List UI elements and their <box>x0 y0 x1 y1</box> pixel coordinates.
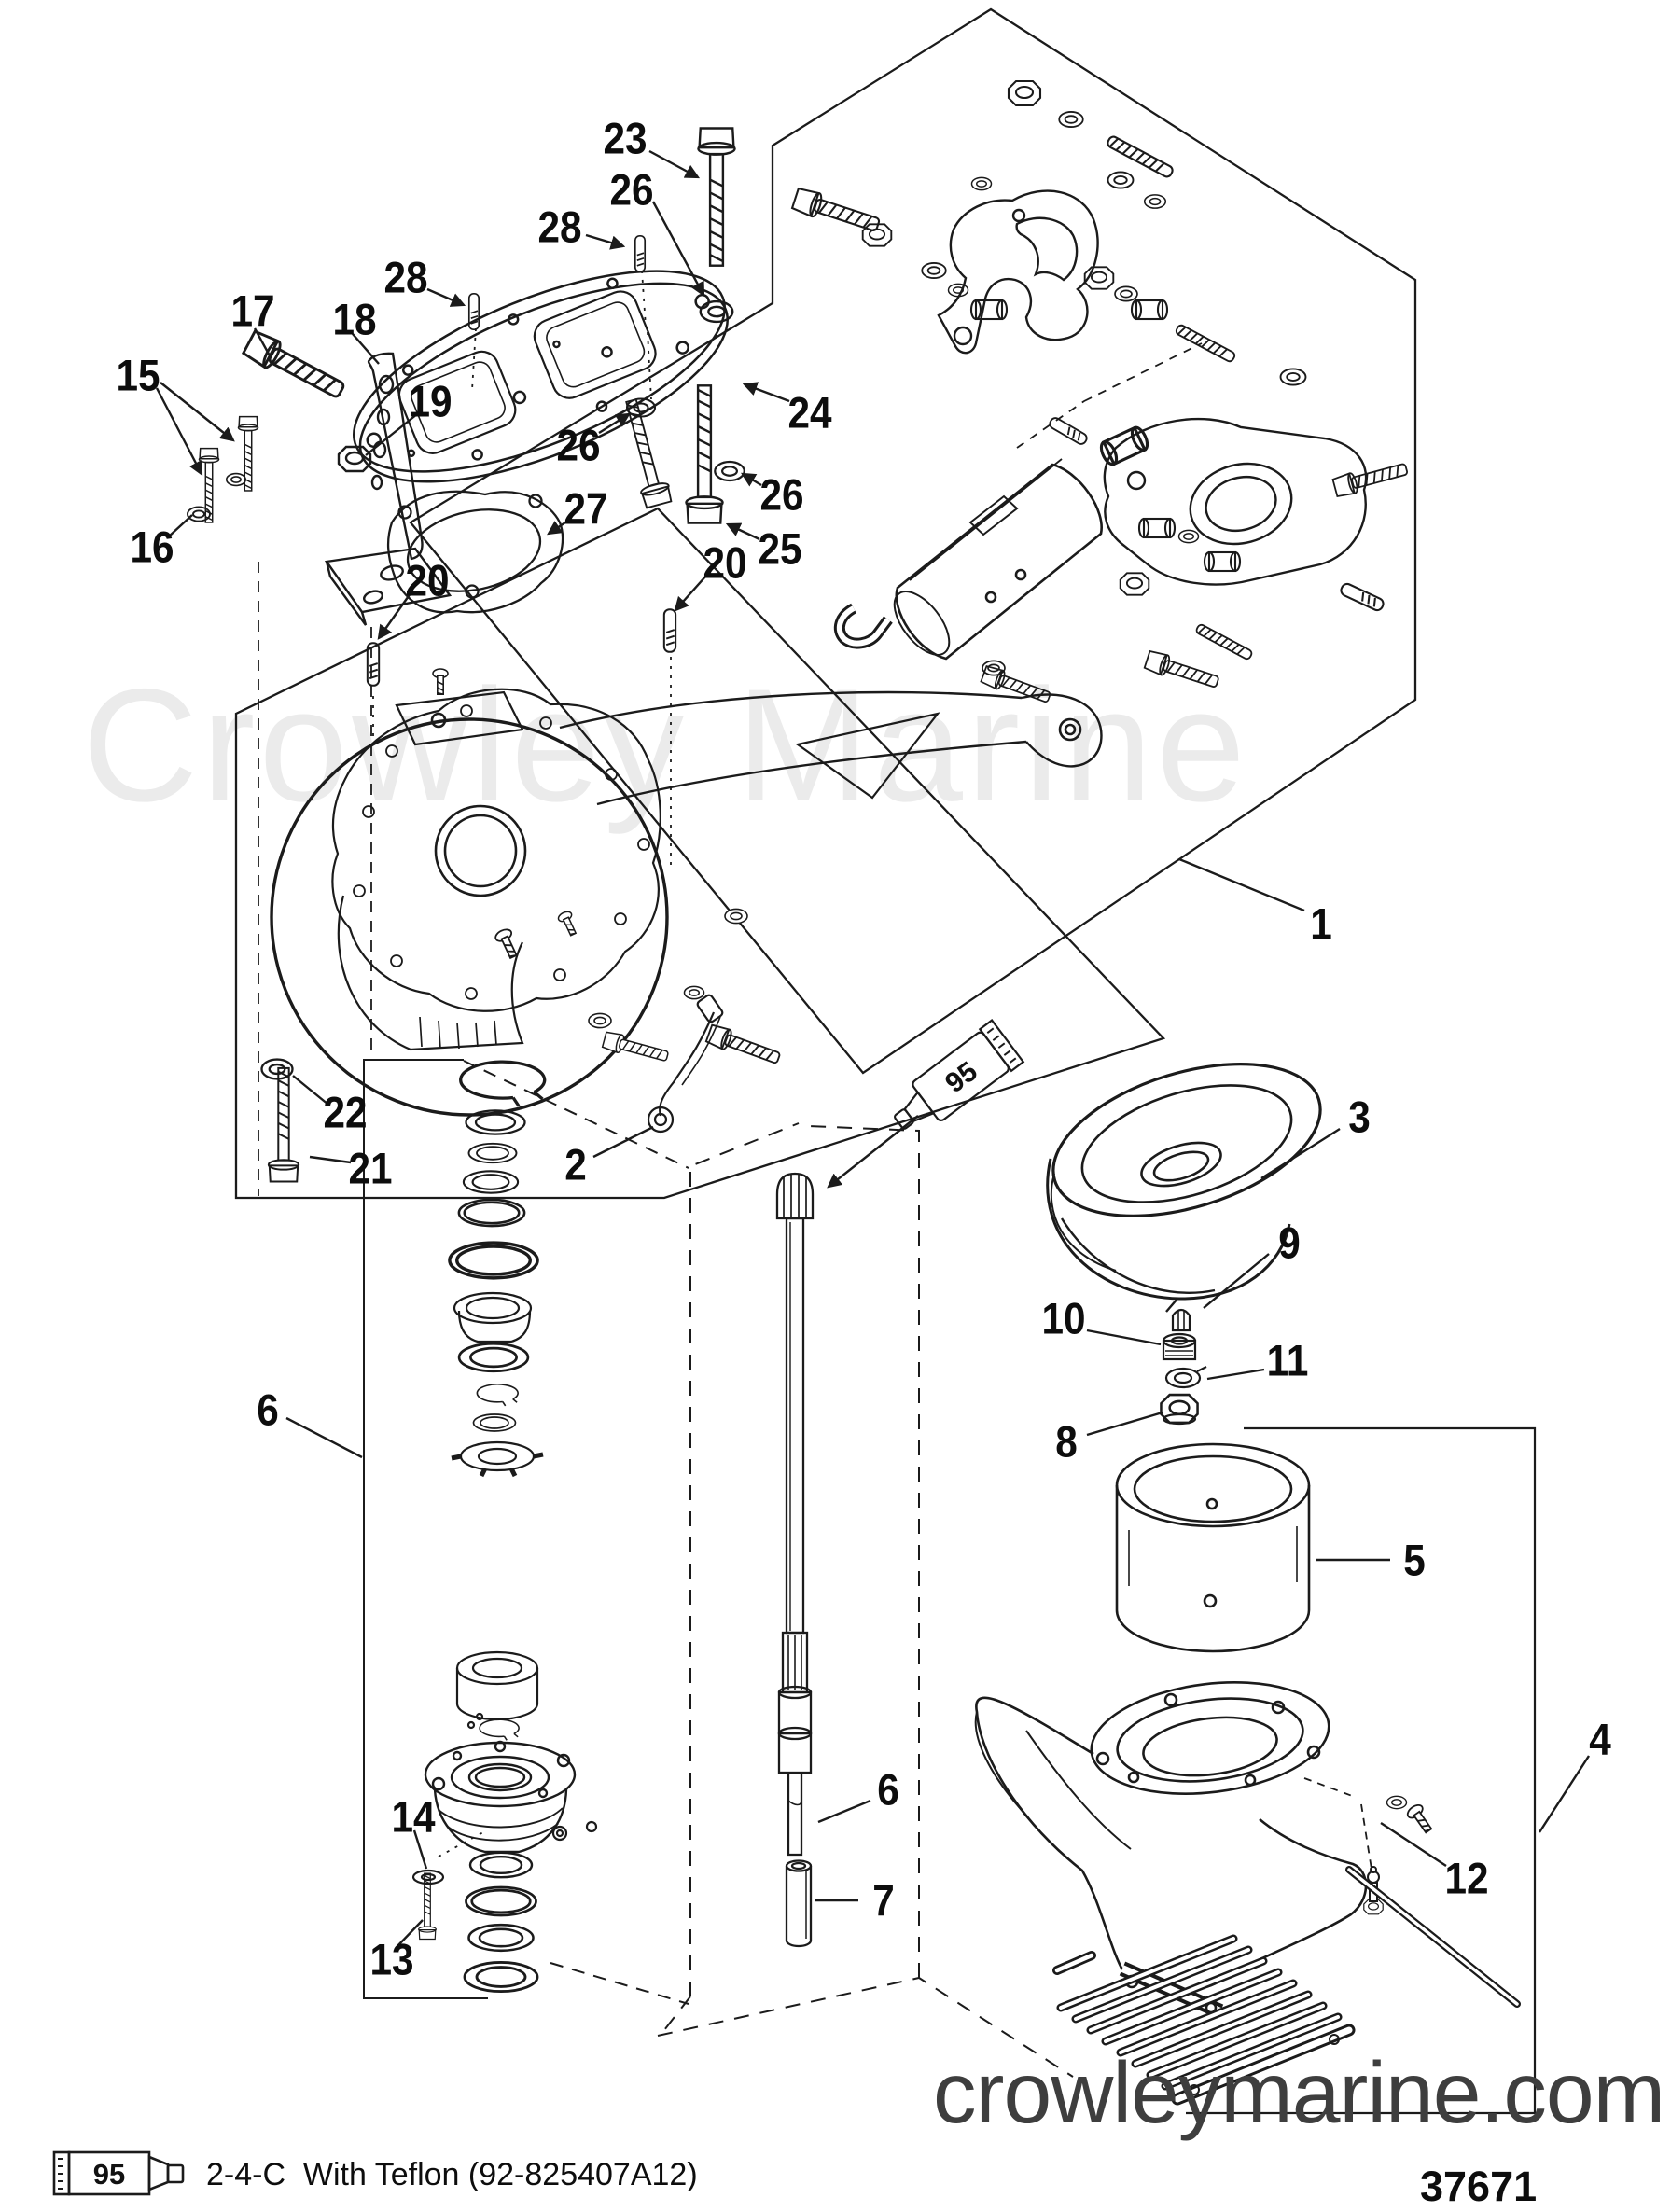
callout-12: 12 <box>1444 1853 1489 1903</box>
callout-22: 22 <box>323 1087 368 1137</box>
prop-nut <box>1160 1393 1199 1426</box>
callout-18: 18 <box>332 294 377 344</box>
drive-key <box>1171 1308 1191 1332</box>
grease-tube: 95 <box>894 1018 1025 1130</box>
callout-23: 23 <box>603 113 648 163</box>
callout-14: 14 <box>391 1791 436 1842</box>
seal-carrier <box>453 1291 533 1343</box>
latch-bracket <box>937 189 1099 355</box>
intake-grate <box>1052 1934 1356 2106</box>
pump-housing-hardware <box>260 985 784 1183</box>
bearing-flange-housing <box>424 1740 577 1854</box>
water-rod <box>1345 1866 1521 2008</box>
callout-4: 4 <box>1589 1714 1611 1764</box>
callout-8: 8 <box>1055 1416 1078 1467</box>
legend-grease-tube-icon: 95 <box>52 2150 185 2196</box>
callout-5: 5 <box>1403 1535 1426 1585</box>
bearing <box>455 1650 539 1721</box>
callout-28: 28 <box>383 252 428 302</box>
callout-17: 17 <box>230 285 275 336</box>
shaft-bushing-7 <box>785 1859 813 1948</box>
leader-lines <box>155 149 1591 1947</box>
callout-1: 1 <box>1310 898 1332 949</box>
callout-20: 20 <box>405 555 450 605</box>
anchor-bracket <box>187 327 453 626</box>
spacer <box>1162 1332 1197 1361</box>
callout-16: 16 <box>130 522 174 572</box>
exhaust-cylinder <box>833 458 1103 661</box>
legend-description: 2-4-C With Teflon (92-825407A12) <box>206 2157 698 2192</box>
callout-11: 11 <box>1266 1335 1309 1385</box>
drawing-number: 37671 <box>1420 2163 1538 2210</box>
seal-stack <box>411 1060 598 1994</box>
callout-26: 26 <box>759 469 804 520</box>
callout-26: 26 <box>556 420 601 470</box>
adapter-plate <box>353 270 729 483</box>
pump-housing <box>270 668 1103 1117</box>
castellated-retainer <box>451 1440 544 1478</box>
callout-19: 19 <box>408 376 453 426</box>
callout-6: 6 <box>877 1764 899 1815</box>
callout-7: 7 <box>872 1875 895 1926</box>
callout-25: 25 <box>758 523 802 574</box>
callout-27: 27 <box>564 483 608 534</box>
callout-3: 3 <box>1348 1092 1371 1142</box>
pump-panel-outline <box>234 507 1166 1200</box>
steering-bracket <box>1096 417 1368 586</box>
grease-tube-label: 95 <box>940 1056 983 1099</box>
washer-14 <box>411 1869 445 1885</box>
callout-13: 13 <box>369 1934 414 1984</box>
callout-20: 20 <box>703 537 747 588</box>
callout-26: 26 <box>609 164 654 215</box>
callout-15: 15 <box>116 350 160 400</box>
callout-28: 28 <box>537 202 582 252</box>
construction-lines <box>258 270 1373 1876</box>
impeller-hardware <box>1160 1308 1207 1426</box>
website-text: crowleymarine.com <box>933 2044 1665 2141</box>
wear-ring <box>1115 1442 1311 1653</box>
driveshaft <box>775 1172 815 1948</box>
driveshaft-panel-outline <box>657 1122 1074 2078</box>
jet-housing-panel-outline <box>1186 1426 1537 2115</box>
callout-2: 2 <box>564 1139 587 1189</box>
callout-9: 9 <box>1278 1217 1301 1268</box>
seal-stack-outline <box>363 1059 689 2005</box>
callout-21: 21 <box>348 1143 393 1193</box>
legend-icon-label: 95 <box>93 2158 125 2191</box>
callout-10: 10 <box>1041 1293 1086 1343</box>
callout-6: 6 <box>257 1384 279 1435</box>
jet-housing <box>974 1681 1437 2019</box>
sensor-wire <box>647 985 784 1134</box>
assembly-panel-outline <box>409 7 1417 1075</box>
tab-washer <box>1164 1366 1207 1389</box>
impeller <box>1046 1063 1322 1313</box>
callout-24: 24 <box>787 387 832 438</box>
